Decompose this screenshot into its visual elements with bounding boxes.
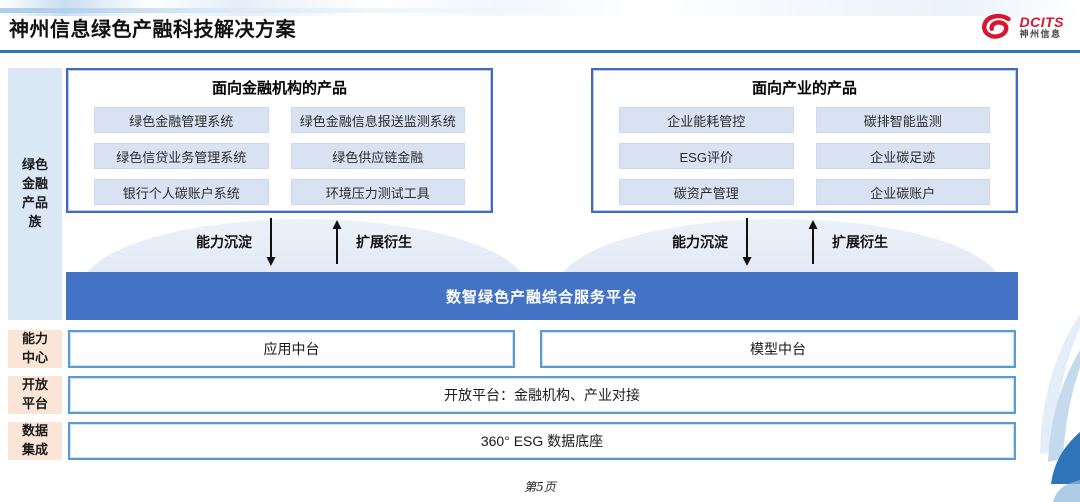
page-number: 第5页 xyxy=(524,480,556,494)
product-item: 环境压力测试工具 xyxy=(290,179,465,205)
product-item: 绿色金融管理系统 xyxy=(94,107,269,133)
product-item: 企业碳足迹 xyxy=(815,143,990,169)
sidebar-label: 数据集成 xyxy=(21,423,48,457)
product-item: 企业能耗管控 xyxy=(619,107,794,133)
dcits-logo: DCITS 神州信息 xyxy=(979,12,1065,42)
page-title: 神州信息绿色产融科技解决方案 xyxy=(9,19,296,41)
open-platform-box: 开放平台：金融机构、产业对接 xyxy=(68,376,1016,414)
esg-data-base-box: 360° ESG 数据底座 xyxy=(68,422,1016,460)
industry-products-title: 面向产业的产品 xyxy=(751,80,857,97)
product-item: 碳资产管理 xyxy=(619,179,794,205)
capability-sink-label: 能力沉淀 xyxy=(196,234,252,250)
application-middle-platform-box: 应用中台 xyxy=(68,330,515,368)
capability-flow-row: 能力沉淀 扩展衍生 能力沉淀 xyxy=(66,212,1018,272)
product-item: 绿色信贷业务管理系统 xyxy=(94,143,269,169)
industry-products-grid: 企业能耗管控 碳排智能监测 ESG评价 企业碳足迹 碳资产管理 企业碳账户 xyxy=(619,107,990,205)
expand-derive-label: 扩展衍生 xyxy=(356,234,412,250)
industry-flow-half: 能力沉淀 扩展衍生 xyxy=(542,212,1018,272)
sidebar-label: 能力中心 xyxy=(21,331,48,365)
industry-products-box: 面向产业的产品 企业能耗管控 碳排智能监测 ESG评价 企业碳足迹 碳资产管理 … xyxy=(591,68,1018,213)
model-middle-platform-box: 模型中台 xyxy=(540,330,1016,368)
up-arrow-icon xyxy=(332,220,342,264)
product-item: 绿色供应链金融 xyxy=(290,143,465,169)
dcits-swirl-icon xyxy=(981,13,1011,39)
sidebar-open-platform: 开放平台 xyxy=(8,376,62,414)
product-item: 绿色金融信息报送监测系统 xyxy=(290,107,465,133)
logo-brand-text: DCITS xyxy=(1019,13,1064,30)
platform-banner: 数智绿色产融综合服务平台 xyxy=(66,272,1018,320)
down-arrow-icon xyxy=(266,218,276,266)
sidebar-label: 开放平台 xyxy=(21,377,48,411)
expand-derive-label: 扩展衍生 xyxy=(832,234,888,250)
logo-brand-cn-text: 神州信息 xyxy=(1019,28,1062,39)
down-arrow-icon xyxy=(742,218,752,266)
finance-arrow-group: 能力沉淀 扩展衍生 xyxy=(196,218,412,266)
sidebar-green-finance-product-family: 绿色金融产品族 xyxy=(8,68,62,320)
sidebar-data-integration: 数据集成 xyxy=(8,422,62,460)
product-item: 碳排智能监测 xyxy=(815,107,990,133)
finance-products-box: 面向金融机构的产品 绿色金融管理系统 绿色金融信息报送监测系统 绿色信贷业务管理… xyxy=(66,68,493,213)
header-divider xyxy=(0,50,1080,53)
product-item: 银行个人碳账户系统 xyxy=(94,179,269,205)
finance-flow-half: 能力沉淀 扩展衍生 xyxy=(66,212,542,272)
up-arrow-icon xyxy=(808,220,818,264)
sidebar-label: 绿色金融产品族 xyxy=(21,157,48,229)
header-swoosh-decoration xyxy=(0,0,1080,16)
product-item: 企业碳账户 xyxy=(815,179,990,205)
corner-swoosh-decoration xyxy=(1040,314,1080,502)
finance-products-grid: 绿色金融管理系统 绿色金融信息报送监测系统 绿色信贷业务管理系统 绿色供应链金融… xyxy=(94,107,465,205)
industry-arrow-group: 能力沉淀 扩展衍生 xyxy=(672,218,888,266)
product-item: ESG评价 xyxy=(619,143,794,169)
capability-sink-label: 能力沉淀 xyxy=(672,234,728,250)
sidebar-capability-center: 能力中心 xyxy=(8,330,62,368)
finance-products-title: 面向金融机构的产品 xyxy=(211,80,347,97)
